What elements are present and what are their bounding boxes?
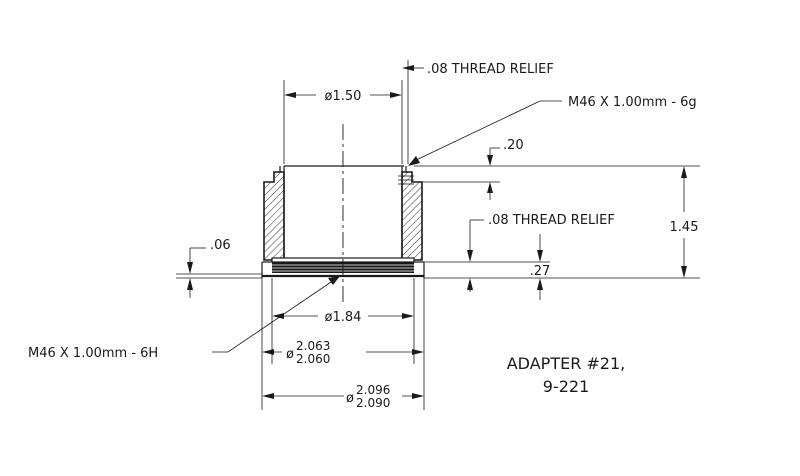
dim-diameter-2063: ø 2.063 2.060 (262, 339, 424, 366)
dim-2096-lower: 2.090 (356, 396, 390, 410)
thread-relief-top-callout: .08 THREAD RELIEF (402, 62, 554, 77)
title-block: ADAPTER #21, 9-221 (507, 354, 626, 396)
int-thread-text: M46 X 1.00mm - 6H (28, 346, 158, 361)
dim-027: .27 (530, 234, 551, 300)
int-thread-callout: M46 X 1.00mm - 6H (28, 276, 340, 361)
dim-184-text: ø1.84 (325, 310, 362, 325)
left-wall-section (263, 171, 285, 261)
dim-diameter-150: ø1.50 (284, 89, 402, 104)
thread-relief-mid-text: .08 THREAD RELIEF (488, 213, 615, 228)
dim-145: 1.45 (670, 166, 699, 278)
external-thread-marks (398, 175, 414, 185)
dim-145-text: 1.45 (670, 220, 699, 235)
ext-thread-text: M46 X 1.00mm - 6g (568, 95, 697, 110)
dim-020: .20 (487, 138, 524, 200)
dim-006: .06 (187, 238, 231, 298)
dim-006-text: .06 (210, 238, 231, 253)
title-line-2: 9-221 (543, 377, 590, 396)
dim-2063-upper: 2.063 (296, 339, 330, 353)
dim-2096-prefix: ø (346, 391, 354, 406)
dim-027-text: .27 (530, 264, 551, 279)
dim-2063-lower: 2.060 (296, 352, 330, 366)
right-wall-section (401, 171, 423, 261)
thread-relief-mid-callout: .08 THREAD RELIEF (467, 213, 615, 292)
dim-2096-upper: 2.096 (356, 383, 390, 397)
dim-020-text: .20 (503, 138, 524, 153)
extension-lines (176, 60, 700, 410)
thread-relief-top-text: .08 THREAD RELIEF (427, 62, 554, 77)
dim-diameter-184: ø1.84 (272, 310, 414, 325)
dim-2063-prefix: ø (286, 347, 294, 362)
dim-diameter-2096: ø 2.096 2.090 (262, 383, 424, 410)
dim-150-text: ø1.50 (325, 89, 362, 104)
title-line-1: ADAPTER #21, (507, 354, 626, 373)
ext-thread-callout: M46 X 1.00mm - 6g (408, 95, 697, 166)
